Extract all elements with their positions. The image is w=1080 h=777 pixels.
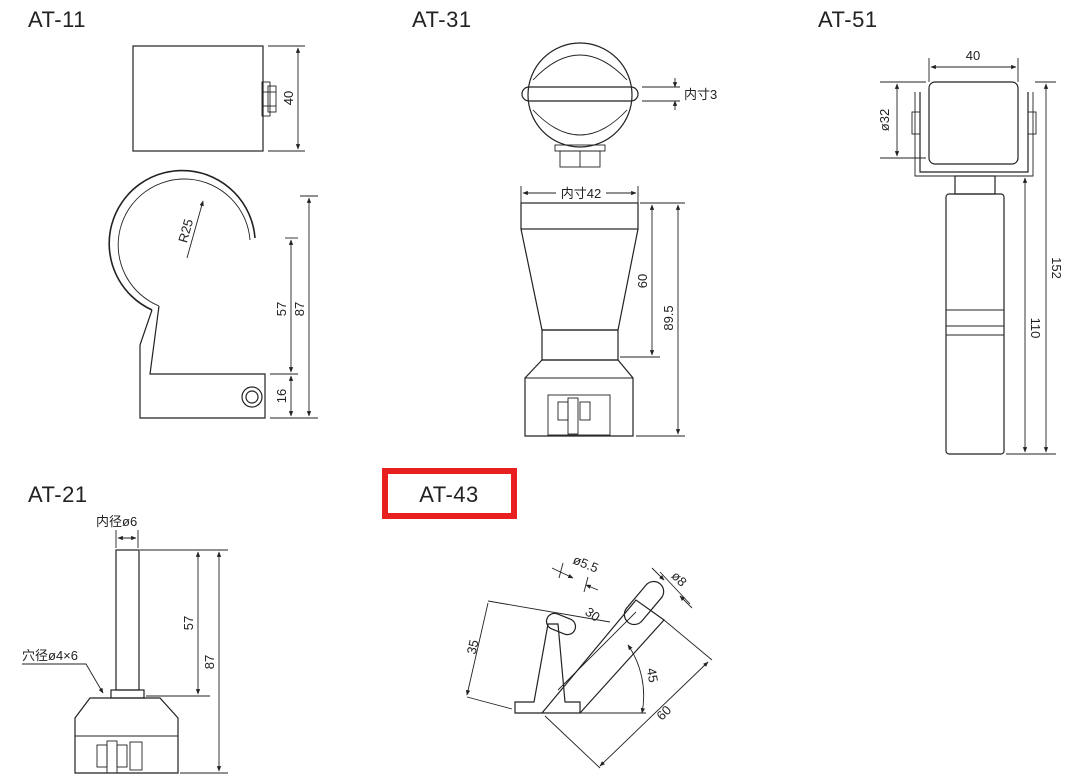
at-43-drawing: AT-43 ø5.5 ø8 30 35 45 60: [382, 468, 713, 769]
at-21-dim-inner-dia-6: 内径ø6: [96, 514, 137, 529]
at-51-drawing: AT-51 40 ø32 152 110: [818, 7, 1064, 455]
at-11-dim-r25: R25: [175, 217, 196, 244]
at-51-dim-152: 152: [1049, 257, 1064, 279]
at-11-dim-87: 87: [292, 302, 307, 316]
at-31-title: AT-31: [412, 7, 472, 32]
at-43-dim-dia-8: ø8: [669, 568, 690, 589]
at-11-dim-40: 40: [281, 91, 296, 105]
at-43-dim-30: 30: [582, 604, 602, 625]
at-11-top-view: [132, 45, 264, 152]
at-43-highlight-box: [382, 468, 517, 519]
at-51-dim-dia-32: ø32: [877, 109, 892, 131]
at-31-dim-89-5: 89.5: [661, 305, 676, 330]
at-21-title: AT-21: [28, 482, 88, 507]
at-31-dim-inner-42: 内寸42: [561, 186, 601, 201]
at-21-dim-87: 87: [202, 655, 217, 669]
at-31-side-view: [520, 202, 639, 230]
at-31-top-view: [527, 42, 633, 148]
at-31-dim-60: 60: [635, 274, 650, 288]
at-51-handle: [945, 193, 1005, 455]
at-21-dim-hole-dia: 穴径ø4×6: [22, 648, 78, 663]
at-31-dim-inner-3: 内寸3: [684, 87, 717, 102]
at-51-dim-40: 40: [966, 48, 980, 63]
at-21-tube: [115, 549, 140, 691]
at-21-dim-57: 57: [181, 616, 196, 630]
at-11-dim-57: 57: [274, 302, 289, 316]
at-51-dim-110: 110: [1028, 318, 1043, 339]
at-43-body: [514, 623, 581, 714]
at-43-dim-60: 60: [653, 702, 674, 723]
at-21-drawing: AT-21 内径ø6 穴径ø4×6 57 87: [22, 482, 228, 774]
at-11-side-view: [108, 169, 256, 311]
at-11-drawing: AT-11 40 R25 57 87 16: [28, 7, 318, 419]
at-11-title: AT-11: [28, 7, 86, 32]
at-51-roller: [928, 81, 1019, 165]
at-43-dim-45: 45: [644, 667, 661, 684]
at-43-dim-35: 35: [464, 638, 482, 655]
at-21-base: [74, 697, 179, 774]
at-31-drawing: AT-31 内寸3 内寸42 60: [412, 7, 717, 437]
at-43-title: AT-43: [419, 482, 479, 507]
at-43-dim-dia-5-5: ø5.5: [571, 552, 601, 576]
at-11-dim-16: 16: [274, 389, 289, 403]
at-51-title: AT-51: [818, 7, 878, 32]
